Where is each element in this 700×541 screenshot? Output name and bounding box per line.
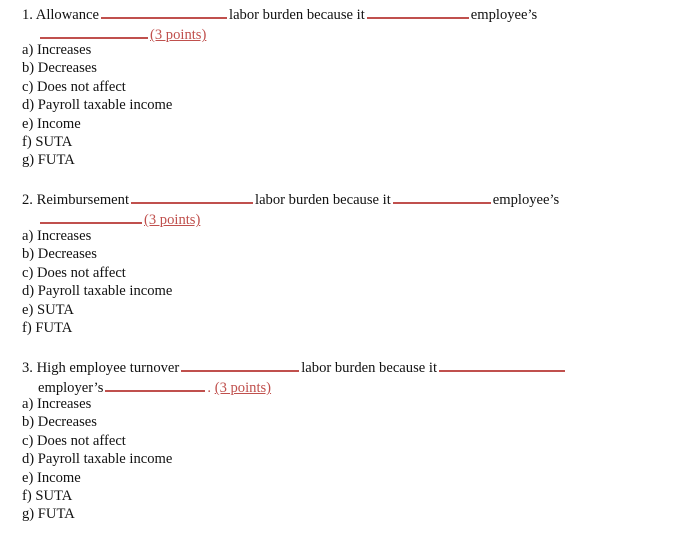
question-block-3: 3. High employee turnover labor burden be… — [0, 357, 700, 398]
question-2-blank-2[interactable] — [392, 189, 491, 204]
option-item[interactable]: g) FUTA — [22, 506, 75, 523]
question-2-blank-1[interactable] — [131, 189, 254, 204]
question-1-text-c: employee’s — [470, 7, 538, 23]
option-item[interactable]: c) Does not affect — [22, 264, 126, 281]
question-3-period: . — [207, 380, 212, 397]
option-item[interactable]: f) SUTA — [22, 488, 73, 505]
question-1-line-2: (3 points) — [0, 24, 700, 44]
question-1-blank-3[interactable] — [40, 24, 148, 40]
question-3-line-1: 3. High employee turnover labor burden be… — [0, 357, 700, 377]
question-2-points: (3 points) — [144, 212, 201, 229]
option-item[interactable]: f) SUTA — [22, 134, 73, 151]
option-item[interactable]: b) Decreases — [22, 414, 97, 431]
option-item[interactable]: f) FUTA — [22, 320, 73, 337]
question-1-points: (3 points) — [150, 27, 207, 44]
option-item[interactable]: e) Income — [22, 115, 81, 132]
question-2-blank-3[interactable] — [40, 209, 142, 225]
option-item[interactable]: b) Decreases — [22, 60, 97, 77]
option-item[interactable]: e) Income — [22, 469, 81, 486]
question-2-line-1: 2. Reimbursement labor burden because it e… — [0, 189, 700, 209]
question-3-line-2: employer’s. (3 points) — [0, 377, 700, 397]
question-1-blank-2[interactable] — [366, 4, 469, 19]
question-1-text-a: 1. Allowance — [22, 7, 100, 23]
option-item[interactable]: b) Decreases — [22, 246, 97, 263]
question-1-text-b: labor burden because it — [229, 7, 365, 23]
option-item[interactable]: d) Payroll taxable income — [22, 283, 173, 300]
question-3-options: a) Increases b) Decreases c) Does not af… — [22, 395, 382, 524]
question-3-text-a: 3. High employee turnover — [22, 360, 180, 376]
question-3-text-b: labor burden because it — [301, 360, 437, 376]
option-item[interactable]: a) Increases — [22, 42, 92, 58]
option-item[interactable]: e) SUTA — [22, 301, 74, 318]
question-2-line-2: (3 points) — [0, 209, 700, 229]
question-1-line-1: 1. Allowance labor burden because it emplo… — [0, 4, 700, 24]
question-3-text-c: employer’s — [38, 380, 104, 397]
option-item[interactable]: a) Increases — [22, 396, 92, 412]
question-3-blank-2[interactable] — [439, 357, 565, 372]
question-block-2: 2. Reimbursement labor burden because it e… — [0, 189, 700, 230]
question-3-points: (3 points) — [214, 380, 272, 397]
option-item[interactable]: g) FUTA — [22, 152, 75, 169]
question-2-text-c: employee’s — [492, 192, 560, 208]
question-2-text-a: 2. Reimbursement — [22, 192, 130, 208]
question-2-text-b: labor burden because it — [255, 192, 391, 208]
option-item[interactable]: c) Does not affect — [22, 78, 126, 95]
question-block-1: 1. Allowance labor burden because it emplo… — [0, 4, 700, 45]
question-3-blank-3[interactable] — [105, 377, 206, 393]
question-1-options: a) Increases b) Decreases c) Does not af… — [22, 41, 382, 170]
option-item[interactable]: c) Does not affect — [22, 432, 126, 449]
question-1-blank-1[interactable] — [101, 4, 228, 19]
option-item[interactable]: a) Increases — [22, 228, 92, 244]
option-item[interactable]: d) Payroll taxable income — [22, 451, 173, 468]
question-2-options: a) Increases b) Decreases c) Does not af… — [22, 227, 382, 337]
option-item[interactable]: d) Payroll taxable income — [22, 97, 173, 114]
question-3-blank-1[interactable] — [181, 357, 300, 372]
